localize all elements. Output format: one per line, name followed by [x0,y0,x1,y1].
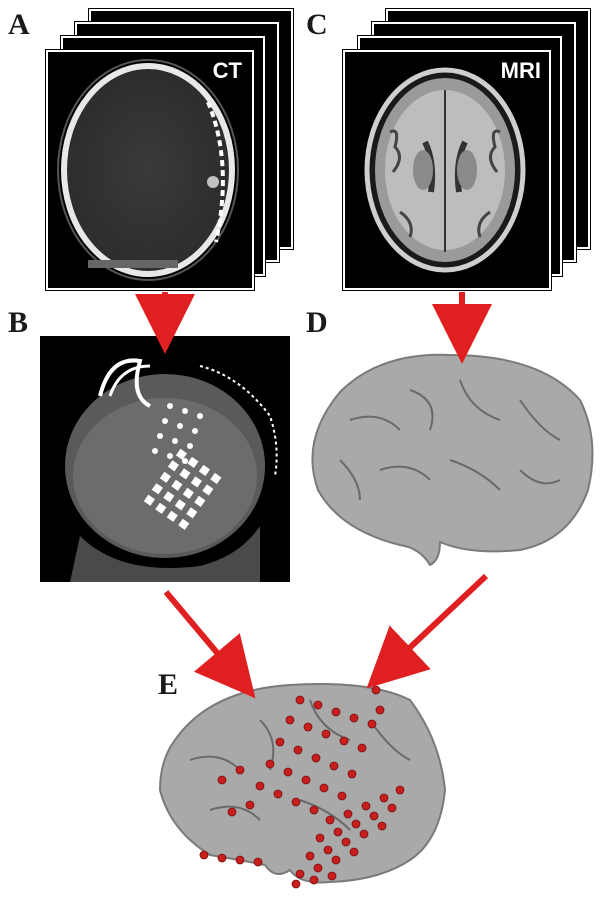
brain-surface-render [312,355,592,565]
arrow-b-to-e [166,592,240,680]
ct-3d-reconstruction [40,336,290,582]
brain-with-electrodes-render [160,684,445,883]
panel-letter-a: A [8,8,30,42]
panel-letter-c: C [306,8,328,42]
arrow-d-to-e [384,576,486,672]
mri-label: MRI [501,58,541,84]
ct-axial-image [48,52,252,288]
ct-slice-front: CT [46,50,254,290]
panel-letter-b: B [8,306,28,340]
mri-slice-front: MRI [343,50,551,290]
skull-electrode-render [40,336,290,582]
ct-label: CT [213,58,242,84]
mri-axial-image [345,52,549,288]
panel-letter-e: E [158,668,178,702]
electrode-grid [200,686,404,888]
panel-letter-d: D [306,306,328,340]
